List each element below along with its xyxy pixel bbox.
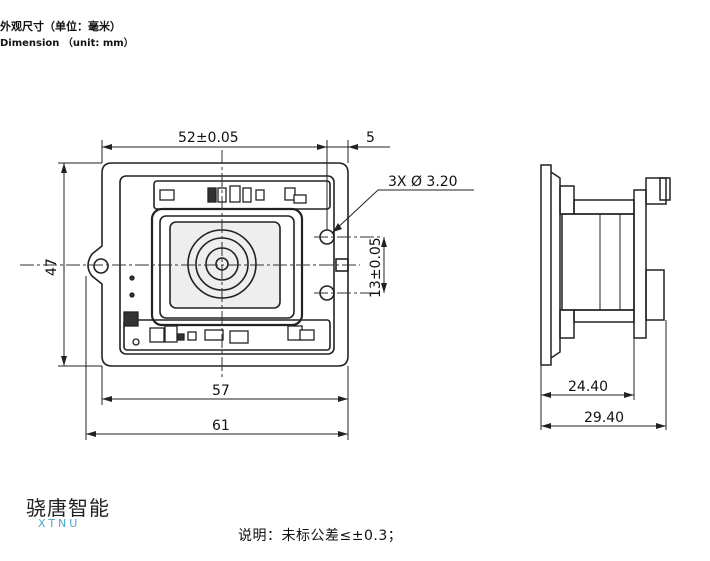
- side-dimensions: [540, 320, 667, 430]
- side-lens-top: [559, 185, 575, 215]
- dim-width-holes: 52±0.05: [178, 130, 239, 146]
- brand-logo-en: XTNU: [38, 517, 81, 530]
- side-plate-edge: [550, 171, 561, 359]
- dimension-arrows: [61, 144, 387, 437]
- centerlines: [20, 150, 380, 380]
- front-view: [87, 162, 349, 367]
- side-pcb: [633, 189, 647, 339]
- dim-depth-inner: 24.40: [568, 379, 608, 395]
- dim-holes: 3X Ø 3.20: [388, 174, 458, 190]
- lens-housing-outer: [150, 207, 304, 327]
- dim-height: 47: [44, 258, 60, 276]
- header-title-en: Dimension （unit: mm）: [0, 38, 134, 49]
- mount-hole-left: [93, 258, 109, 274]
- dim-depth-outer: 29.40: [584, 410, 624, 426]
- side-body: [561, 213, 635, 311]
- front-components: [123, 185, 315, 346]
- dim-hole-spacing: 13±0.05: [368, 237, 384, 298]
- lens-housing-inner: [159, 215, 295, 319]
- side-connector-bottom: [645, 269, 665, 321]
- tolerance-note: 说明：未标公差≤±0.3；: [238, 528, 403, 544]
- header-title-cn: 外观尺寸（单位：毫米）: [0, 20, 121, 33]
- side-connector-top: [645, 177, 667, 205]
- bottom-component-strip: [123, 319, 331, 351]
- front-dimensions: [58, 140, 474, 440]
- dim-offset: 5: [366, 130, 375, 146]
- dim-width-outer: 61: [212, 418, 230, 434]
- board-outline: [87, 162, 349, 367]
- dim-width-inner: 57: [212, 383, 230, 399]
- side-arrows: [541, 392, 666, 429]
- brand-name-cn: 骁唐智能: [26, 496, 110, 520]
- side-view: [540, 164, 671, 366]
- side-lens-bottom: [559, 309, 575, 339]
- side-front-plate: [540, 164, 552, 366]
